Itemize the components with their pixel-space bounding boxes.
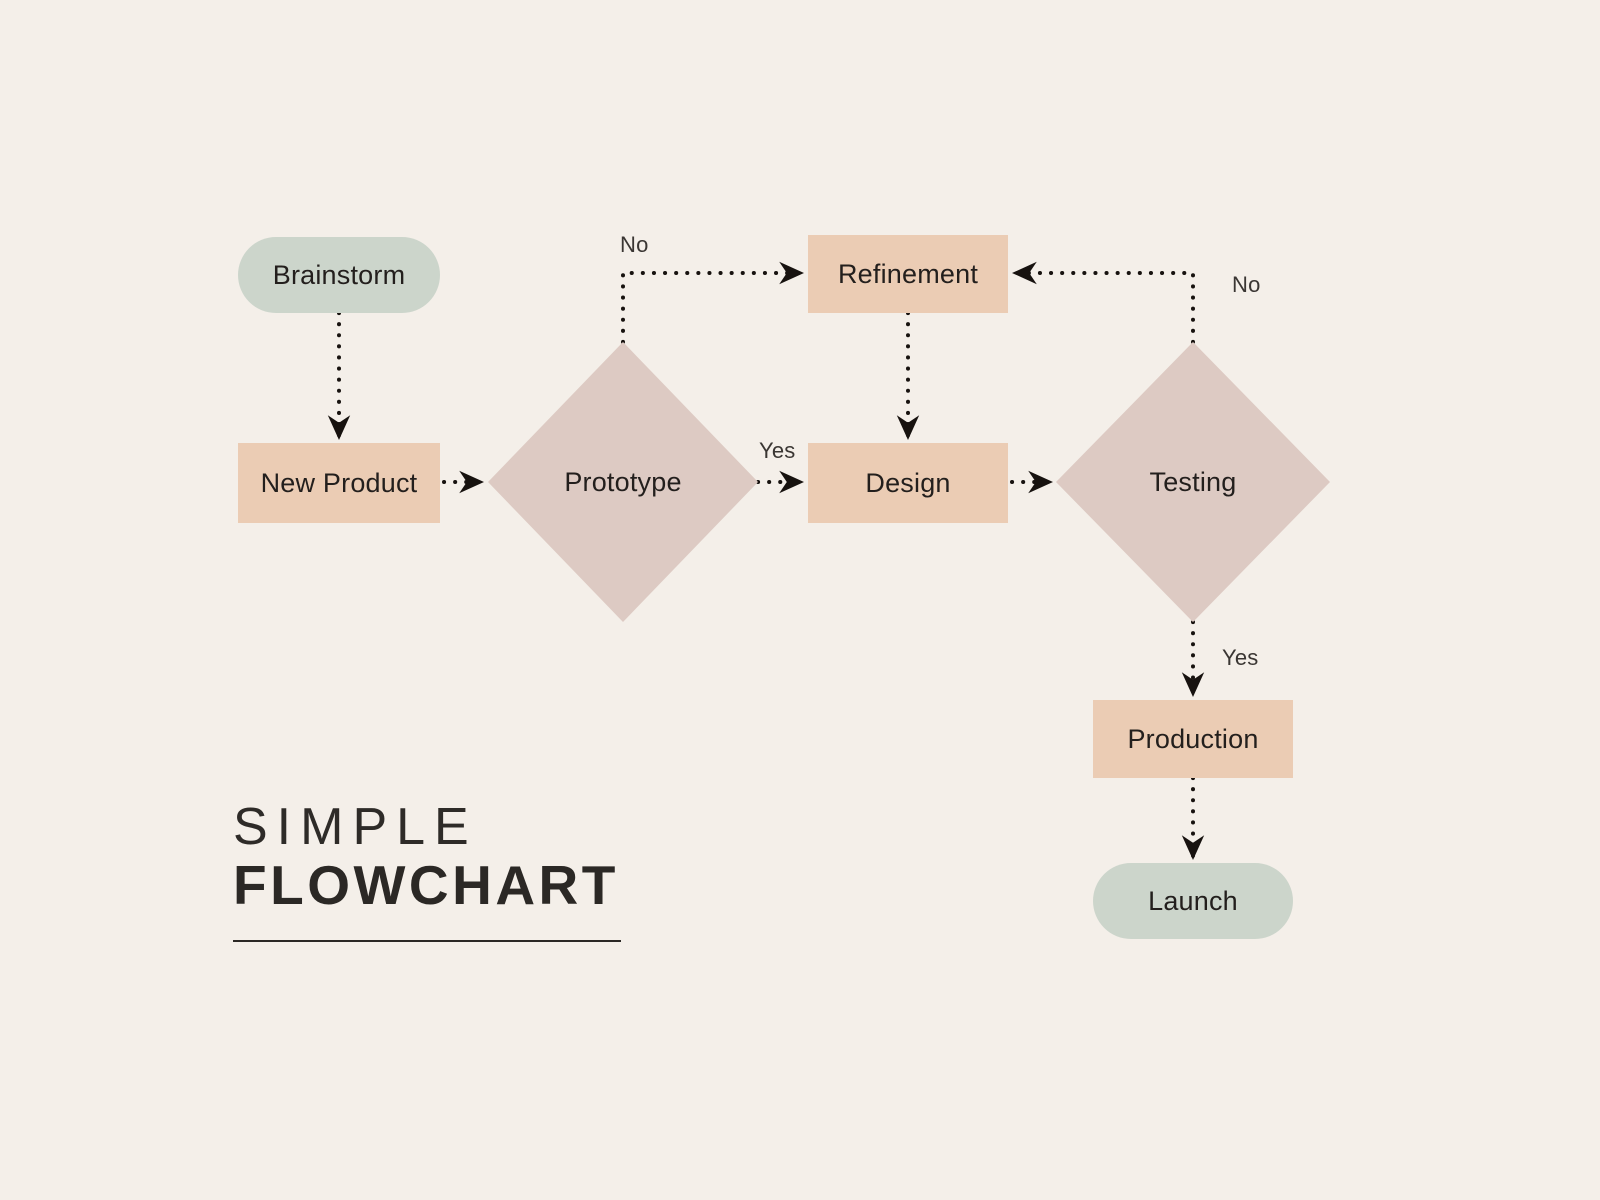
node-testing[interactable]: Testing [1056, 342, 1330, 622]
node-brainstorm[interactable]: Brainstorm [238, 237, 440, 313]
node-label-testing: Testing [1149, 466, 1237, 497]
node-label-production: Production [1127, 723, 1259, 754]
node-new-product[interactable]: New Product [238, 443, 440, 523]
node-design[interactable]: Design [808, 443, 1008, 523]
edge-label-yes-design: Yes [759, 438, 796, 463]
node-prototype[interactable]: Prototype [488, 342, 758, 622]
edge-prototype-refinement-no [621, 261, 805, 344]
node-label-new-product: New Product [260, 467, 418, 498]
title-block: SIMPLE FLOWCHART [233, 798, 633, 943]
node-launch[interactable]: Launch [1093, 863, 1293, 939]
title-divider [233, 940, 621, 943]
node-label-brainstorm: Brainstorm [272, 259, 406, 290]
edge-label-no-prototype: No [620, 232, 649, 257]
title-line-flowchart: FLOWCHART [233, 853, 619, 916]
edge-label-no-testing: No [1232, 272, 1261, 297]
node-production[interactable]: Production [1093, 700, 1293, 778]
node-label-design: Design [865, 467, 951, 498]
node-label-prototype: Prototype [564, 466, 682, 497]
node-label-launch: Launch [1148, 885, 1238, 916]
edge-label-yes-production: Yes [1222, 645, 1259, 670]
node-refinement[interactable]: Refinement [808, 235, 1008, 313]
edge-testing-refinement-no [1011, 261, 1195, 344]
node-label-refinement: Refinement [837, 258, 979, 289]
title-line-simple: SIMPLE [233, 798, 478, 856]
